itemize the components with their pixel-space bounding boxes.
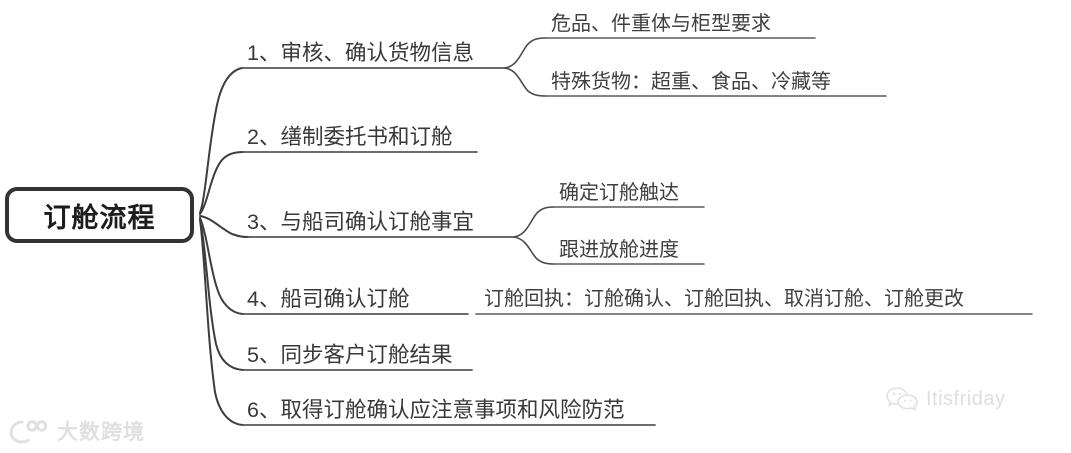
connector-branch-1-to-sub-2 xyxy=(504,67,547,97)
connector-root-to-branch-5 xyxy=(199,218,244,371)
sub-branch-node-3-2[interactable]: 跟进放舱进度 xyxy=(559,239,679,261)
watermark-left-text: 大数跨境 xyxy=(57,421,145,444)
brand-logo-icon xyxy=(9,420,48,444)
branch-node-5[interactable]: 5、同步客户订舱结果 xyxy=(247,343,453,367)
watermark-left: 大数跨境 xyxy=(8,416,145,446)
branch-node-2[interactable]: 2、缮制委托书和订舱 xyxy=(247,125,453,149)
watermark-right: Itisfriday xyxy=(886,386,1005,412)
root-node-label: 订舱流程 xyxy=(43,202,156,233)
root-node[interactable]: 订舱流程 xyxy=(5,187,194,243)
connector-root-to-branch-3 xyxy=(199,215,249,238)
connector-root-to-branch-4 xyxy=(199,217,244,315)
branch-node-6[interactable]: 6、取得订舱确认应注意事项和风险防范 xyxy=(247,398,625,422)
sub-branch-node-4-1[interactable]: 订舱回执：订舱确认、订舱回执、取消订舱、订舱更改 xyxy=(484,288,964,310)
sub-branch-node-3-1[interactable]: 确定订舱触达 xyxy=(559,182,679,204)
branch-node-4[interactable]: 4、船司确认订舱 xyxy=(247,287,410,311)
connector-root-to-branch-6 xyxy=(199,219,244,426)
connector-root-to-branch-1 xyxy=(199,67,243,214)
watermark-right-text: Itisfriday xyxy=(926,387,1006,410)
connector-branch-3-to-sub-1 xyxy=(513,206,555,238)
branch-node-1[interactable]: 1、审核、确认货物信息 xyxy=(247,41,474,65)
connector-root-to-branch-2 xyxy=(199,151,244,215)
connector-branch-1-to-sub-1 xyxy=(504,37,547,69)
wechat-icon xyxy=(886,387,918,411)
sub-branch-node-1-2[interactable]: 特殊货物：超重、食品、冷藏等 xyxy=(551,71,831,93)
sub-branch-node-1-1[interactable]: 危品、件重体与柜型要求 xyxy=(551,13,771,35)
branch-node-3[interactable]: 3、与船司确认订舱事宜 xyxy=(247,210,474,234)
connector-branch-3-to-sub-2 xyxy=(513,236,555,265)
